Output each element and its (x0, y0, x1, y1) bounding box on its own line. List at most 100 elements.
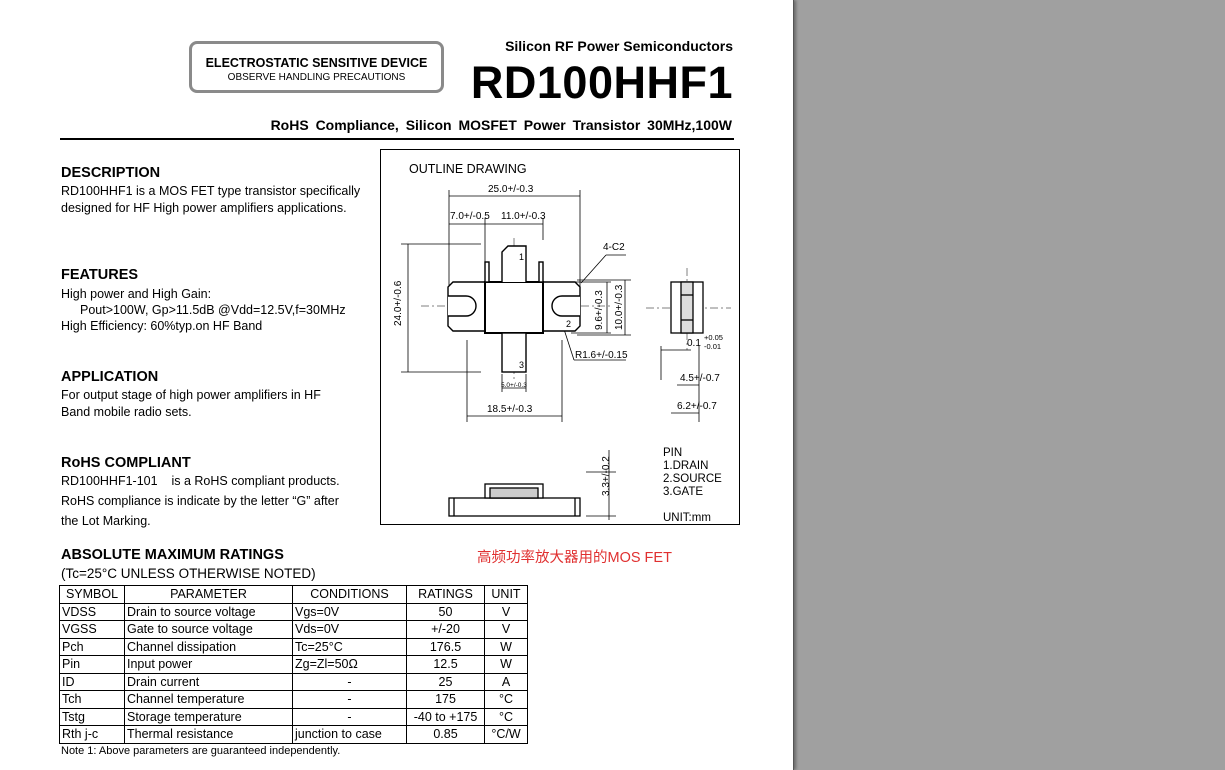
rohs-heading: RoHS COMPLIANT (61, 455, 191, 471)
esd-warning-box: ELECTROSTATIC SENSITIVE DEVICE OBSERVE H… (189, 41, 444, 93)
pin-drain: 1.DRAIN (663, 460, 708, 472)
dim-side-1: 4.5+/-0.7 (680, 373, 720, 384)
table-row: Pin Input power Zg=Zl=50Ω 12.5 W (59, 655, 528, 674)
dim-base-width: 18.5+/-0.3 (487, 404, 533, 415)
ratings-cell: 12.5 (406, 655, 485, 674)
application-line: For output stage of high power amplifier… (61, 388, 321, 402)
parameter-cell: Thermal resistance (124, 725, 293, 744)
features-line: Pout>100W, Gp>11.5dB @Vdd=12.5V,f=30MHz (80, 303, 346, 317)
symbol-cell: Tch (59, 690, 125, 709)
ratings-cell: -40 to +175 (406, 707, 485, 726)
outline-drawing: OUTLINE DRAWING (380, 149, 740, 525)
dim-lead-width: 5.0+/-0.3 (501, 382, 527, 389)
description-heading: DESCRIPTION (61, 165, 161, 181)
ratings-cell: 176.5 (406, 637, 485, 656)
dim-lead-thickness-tol-minus: -0.01 (704, 342, 721, 351)
dim-mid: 11.0+/-0.3 (501, 211, 546, 222)
column-header: SYMBOL (59, 585, 125, 604)
description-line: designed for HF High power amplifiers ap… (61, 201, 347, 215)
product-series: Silicon RF Power Semiconductors (505, 38, 733, 54)
dim-left: 7.0+/-0.5 (450, 211, 490, 222)
table-header-row: SYMBOL PARAMETER CONDITIONS RATINGS UNIT (59, 585, 528, 604)
unit-cell: °C (484, 707, 528, 726)
features-line: High Efficiency: 60%typ.on HF Band (61, 319, 263, 333)
symbol-cell: Pin (59, 655, 125, 674)
description-line: RD100HHF1 is a MOS FET type transistor s… (61, 184, 361, 198)
parameter-cell: Storage temperature (124, 707, 293, 726)
unit-cell: W (484, 655, 528, 674)
parameter-cell: Channel dissipation (124, 637, 293, 656)
rohs-line: the Lot Marking. (61, 514, 151, 528)
ratings-condition: (Tc=25°C UNLESS OTHERWISE NOTED) (61, 566, 316, 581)
conditions-cell: Vds=0V (292, 620, 407, 639)
outline-title: OUTLINE DRAWING (409, 162, 527, 176)
pin1-label: 1 (519, 252, 524, 262)
ratings-cell: 175 (406, 690, 485, 709)
parameter-cell: Channel temperature (124, 690, 293, 709)
column-header: PARAMETER (124, 585, 293, 604)
header-divider (60, 138, 734, 140)
application-heading: APPLICATION (61, 369, 159, 385)
conditions-cell: - (292, 690, 407, 709)
dim-body-height-2: 10.0+/-0.3 (614, 284, 625, 330)
pin-heading: PIN (663, 447, 682, 459)
ratings-cell: 25 (406, 672, 485, 691)
symbol-cell: VDSS (59, 602, 125, 621)
dim-chamfer: 4-C2 (603, 242, 625, 253)
ratings-cell: 50 (406, 602, 485, 621)
unit-cell: °C (484, 690, 528, 709)
unit-cell: W (484, 637, 528, 656)
esd-warning-title: ELECTROSTATIC SENSITIVE DEVICE (205, 56, 428, 70)
part-number: RD100HHF1 (470, 57, 733, 108)
table-row: Rth j-c Thermal resistance junction to c… (59, 725, 528, 744)
symbol-cell: VGSS (59, 620, 125, 639)
dim-side-2: 6.2+/-0.7 (677, 401, 717, 412)
ratings-heading: ABSOLUTE MAXIMUM RATINGS (61, 547, 284, 563)
chinese-annotation: 高频功率放大器用的MOS FET (477, 550, 672, 566)
symbol-cell: ID (59, 672, 125, 691)
dim-radius: R1.6+/-0.15 (575, 350, 628, 361)
conditions-cell: - (292, 707, 407, 726)
table-row: Tch Channel temperature - 175 °C (59, 690, 528, 709)
table-row: Tstg Storage temperature - -40 to +175 °… (59, 707, 528, 726)
table-row: ID Drain current - 25 A (59, 672, 528, 691)
unit-cell: A (484, 672, 528, 691)
conditions-cell: junction to case (292, 725, 407, 744)
pin2-label: 2 (566, 319, 571, 329)
dim-height: 24.0+/-0.6 (393, 280, 404, 326)
conditions-cell: - (292, 672, 407, 691)
features-line: High power and High Gain: (61, 287, 212, 301)
unit-cell: V (484, 620, 528, 639)
conditions-cell: Tc=25°C (292, 637, 407, 656)
unit-cell: °C/W (484, 725, 528, 744)
dim-total-width: 25.0+/-0.3 (488, 184, 534, 195)
column-header: UNIT (484, 585, 528, 604)
pin-source: 2.SOURCE (663, 473, 722, 485)
application-line: Band mobile radio sets. (61, 405, 192, 419)
features-heading: FEATURES (61, 267, 139, 283)
table-row: VDSS Drain to source voltage Vgs=0V 50 V (59, 602, 528, 621)
conditions-cell: Vgs=0V (292, 602, 407, 621)
parameter-cell: Drain current (124, 672, 293, 691)
pin3-label: 3 (519, 360, 524, 370)
document-subtitle: RoHS Compliance, Silicon MOSFET Power Tr… (270, 117, 732, 133)
dim-lead-thickness-tol-plus: +0.05 (704, 333, 723, 342)
symbol-cell: Pch (59, 637, 125, 656)
dim-side-height: 3.3+/-0.2 (601, 456, 612, 496)
outline-drawing-figure: OUTLINE DRAWING (393, 162, 731, 524)
table-row: Pch Channel dissipation Tc=25°C 176.5 W (59, 637, 528, 656)
rohs-line: RD100HHF1-101 is a RoHS compliant produc… (61, 474, 340, 488)
dim-lead-thickness: 0.1 (687, 338, 701, 349)
parameter-cell: Drain to source voltage (124, 602, 293, 621)
package-side-view (670, 281, 704, 334)
unit-label: UNIT:mm (663, 512, 711, 524)
unit-cell: V (484, 602, 528, 621)
symbol-cell: Tstg (59, 707, 125, 726)
rohs-line: RoHS compliance is indicate by the lette… (61, 494, 339, 508)
esd-warning-subtitle: OBSERVE HANDLING PRECAUTIONS (227, 72, 406, 83)
parameter-cell: Gate to source voltage (124, 620, 293, 639)
datasheet-page: ELECTROSTATIC SENSITIVE DEVICE OBSERVE H… (0, 0, 794, 770)
table-row: VGSS Gate to source voltage Vds=0V +/-20… (59, 620, 528, 639)
ratings-cell: +/-20 (406, 620, 485, 639)
ratings-table: SYMBOL PARAMETER CONDITIONS RATINGS UNIT… (59, 585, 528, 744)
